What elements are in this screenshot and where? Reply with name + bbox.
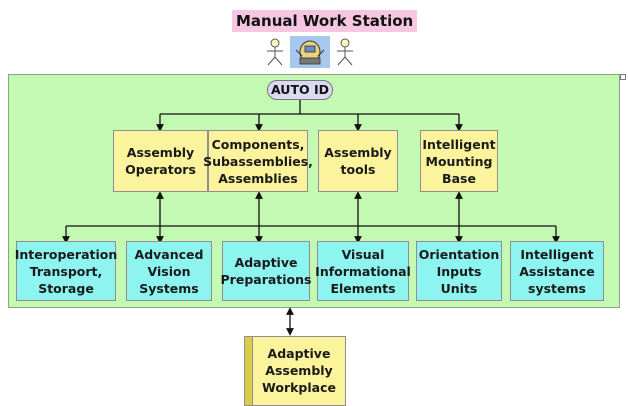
- components-box: Components, Subassemblies, Assemblies: [203, 130, 313, 192]
- diagram-title: Manual Work Station: [232, 10, 418, 32]
- assembly-tools-label: Assembly tools: [324, 145, 392, 177]
- interoperation-transport-label: Interoperation Transport, Storage: [14, 246, 118, 296]
- adaptive-preparations-label: Adaptive Preparations: [220, 255, 312, 287]
- auto-id-node: AUTO ID: [267, 80, 333, 100]
- intelligent-assistance-box: Intelligent Assistance systems: [510, 241, 604, 301]
- panel-corner-marker: [620, 74, 626, 80]
- intelligent-assistance-label: Intelligent Assistance systems: [519, 246, 595, 296]
- assembly-tools-box: Assembly tools: [318, 130, 398, 192]
- assembly-operators-label: Assembly Operators: [125, 145, 196, 177]
- workplace-label: Adaptive Assembly Workplace: [252, 336, 346, 406]
- operator-stick-figure-icon: [337, 38, 353, 66]
- adaptive-assembly-workplace-box: Adaptive Assembly Workplace: [244, 336, 346, 406]
- orientation-inputs-label: Orientation Inputs Units: [418, 246, 500, 296]
- advanced-vision-box: Advanced Vision Systems: [126, 241, 212, 301]
- components-label: Components, Subassemblies, Assemblies: [203, 136, 313, 186]
- adaptive-preparations-box: Adaptive Preparations: [220, 241, 312, 301]
- interoperation-transport-box: Interoperation Transport, Storage: [14, 241, 118, 301]
- operator-stick-figure-icon: [267, 38, 283, 66]
- visual-informational-label: Visual Informational Elements: [315, 246, 411, 296]
- visual-informational-box: Visual Informational Elements: [315, 241, 411, 301]
- advanced-vision-label: Advanced Vision Systems: [134, 246, 204, 296]
- assembly-operators-box: Assembly Operators: [113, 130, 208, 192]
- intelligent-mounting-base-box: Intelligent Mounting Base: [420, 130, 498, 192]
- orientation-inputs-box: Orientation Inputs Units: [416, 241, 502, 301]
- operator-at-workstation-icon: [290, 36, 330, 68]
- intelligent-mounting-base-label: Intelligent Mounting Base: [422, 136, 496, 186]
